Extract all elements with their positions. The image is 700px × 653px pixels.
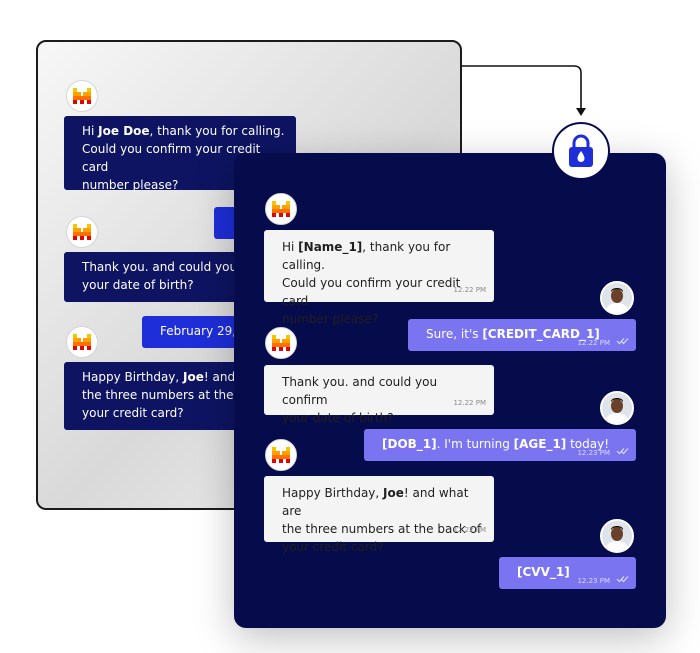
user-avatar: [600, 519, 634, 553]
message-bubble: Hi [Name_1], thank you for calling. Coul…: [264, 230, 494, 326]
message-bubble: Happy Birthday, Joe! and what are the th…: [264, 476, 494, 554]
user-avatar: [600, 281, 634, 315]
message-text: Thank you. and could you confirm your da…: [282, 375, 438, 425]
user-avatar: [600, 391, 634, 425]
mistral-logo-icon: [73, 334, 91, 350]
bot-avatar: [66, 216, 98, 248]
mistral-logo-icon: [73, 224, 91, 240]
message-time: 12.23 PM: [577, 449, 610, 457]
message-time: 12.22 PM: [453, 399, 486, 407]
bot-avatar: [66, 80, 98, 112]
message-time: 12.22 PM: [453, 526, 486, 534]
message-text: Thank you. and could you co your date of…: [82, 260, 255, 292]
redacted-chat-panel: Hi [Name_1], thank you for calling. Coul…: [234, 153, 666, 628]
message-text: [CVV_1]: [517, 565, 570, 579]
bot-avatar: [265, 193, 297, 225]
bot-avatar: [265, 439, 297, 471]
lock-icon: [569, 134, 593, 167]
message-text: Happy Birthday, Joe! and wh the three nu…: [82, 370, 259, 420]
double-check-icon: [616, 338, 629, 345]
user-photo-icon: [602, 393, 632, 423]
message-text: Happy Birthday, Joe! and what are the th…: [282, 486, 482, 554]
bot-avatar: [265, 327, 297, 359]
message-bubble: Sure, it's [CREDIT_CARD_1] 12.22 PM: [408, 319, 636, 351]
message-bubble: [DOB_1]. I'm turning [AGE_1] today! 12.2…: [364, 429, 636, 461]
mistral-logo-icon: [73, 88, 91, 104]
message-bubble: [CVV_1] 12.23 PM: [499, 557, 636, 589]
message-text: Hi [Name_1], thank you for calling. Coul…: [282, 240, 461, 326]
message-text: Hi Joe Doe, thank you for calling. Could…: [82, 124, 285, 192]
user-photo-icon: [602, 283, 632, 313]
message-text: [DOB_1]. I'm turning [AGE_1] today!: [382, 437, 610, 451]
mistral-logo-icon: [272, 335, 290, 351]
mistral-logo-icon: [272, 201, 290, 217]
user-photo-icon: [602, 521, 632, 551]
bot-avatar: [66, 326, 98, 358]
double-check-icon: [616, 576, 629, 583]
lock-badge: [552, 122, 610, 180]
message-bubble: Thank you. and could you confirm your da…: [264, 365, 494, 425]
message-time: 12.23 PM: [577, 577, 610, 585]
double-check-icon: [616, 448, 629, 455]
mistral-logo-icon: [272, 447, 290, 463]
message-text: Sure, it's [CREDIT_CARD_1]: [426, 327, 600, 341]
message-time: 12.22 PM: [577, 339, 610, 347]
message-time: 12.22 PM: [453, 286, 486, 294]
